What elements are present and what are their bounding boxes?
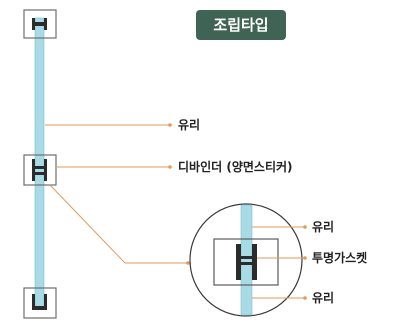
top-joint-clip-left (32, 18, 35, 30)
zoom-detail (189, 203, 303, 317)
bottom-joint-clip-left (32, 294, 35, 310)
zoom-glass-bottom-leader: 유리 (252, 290, 334, 305)
glass-label: 유리 (178, 117, 200, 132)
zoom-gasket-dot (303, 256, 307, 260)
title-badge-text: 조립타입 (213, 16, 268, 34)
bottom-joint-cap (35, 306, 44, 310)
zoom-clip-right (252, 244, 257, 280)
middle-joint-bar-top (35, 166, 44, 169)
middle-joint-frame (23, 154, 57, 186)
zoom-clip-left (236, 244, 241, 280)
middle-joint-clip-right (44, 159, 47, 181)
zoom-glass-top-label: 유리 (312, 219, 334, 234)
bottom-joint-clip-right (44, 294, 47, 310)
bottom-joint-frame (23, 287, 57, 319)
divider-leader-dot (168, 165, 172, 169)
zoom-glass-bottom-dot (303, 296, 307, 300)
glass-leader: 유리 (45, 117, 200, 132)
zoom-gasket-bottom (241, 262, 252, 265)
glass-leader-dot (168, 123, 172, 127)
divider-leader: 디바인더 (양면스티커) (56, 159, 293, 174)
zoom-leader-dot (186, 261, 190, 265)
top-joint-cap (35, 22, 44, 26)
top-joint (23, 9, 57, 39)
top-joint-frame (23, 9, 57, 39)
zoom-gasket-leader: 투명가스켓 (257, 250, 367, 265)
zoom-leader-line (49, 184, 188, 264)
glass-panel (34, 17, 45, 309)
middle-joint (23, 154, 57, 186)
zoom-glass (240, 204, 253, 316)
zoom-gasket-top (241, 256, 252, 259)
bottom-joint (23, 287, 57, 319)
middle-joint-bar-bottom (35, 172, 44, 175)
zoom-gasket-label: 투명가스켓 (312, 250, 367, 265)
zoom-glass-top-dot (303, 225, 307, 229)
middle-joint-clip-left (32, 159, 35, 181)
title-badge-bg (196, 10, 286, 40)
zoom-glass-top-leader: 유리 (252, 219, 334, 234)
top-joint-clip-right (44, 18, 47, 30)
zoom-frame (213, 238, 279, 286)
divider-label: 디바인더 (양면스티커) (178, 159, 293, 174)
title-badge: 조립타입 (196, 10, 286, 40)
zoom-glass-bottom-label: 유리 (312, 290, 334, 305)
